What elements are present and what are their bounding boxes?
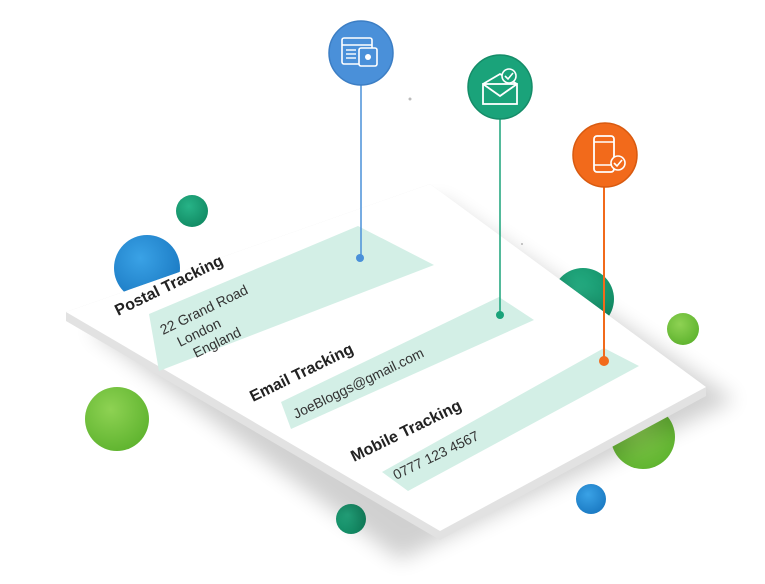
green-circle bbox=[667, 313, 699, 345]
mobile-pin-dot bbox=[599, 356, 609, 366]
teal-circle bbox=[176, 195, 208, 227]
email-pin-dot bbox=[496, 311, 504, 319]
email-panel bbox=[281, 297, 534, 429]
green-circle bbox=[85, 387, 149, 451]
postal-pin-dot bbox=[356, 254, 364, 262]
mobile-phone-icon bbox=[572, 122, 638, 188]
mobile-panel bbox=[382, 348, 639, 491]
blue-circle bbox=[576, 484, 606, 514]
postal-letter-icon bbox=[328, 20, 394, 86]
postal-panel bbox=[149, 226, 434, 371]
email-envelope-icon bbox=[467, 54, 533, 120]
